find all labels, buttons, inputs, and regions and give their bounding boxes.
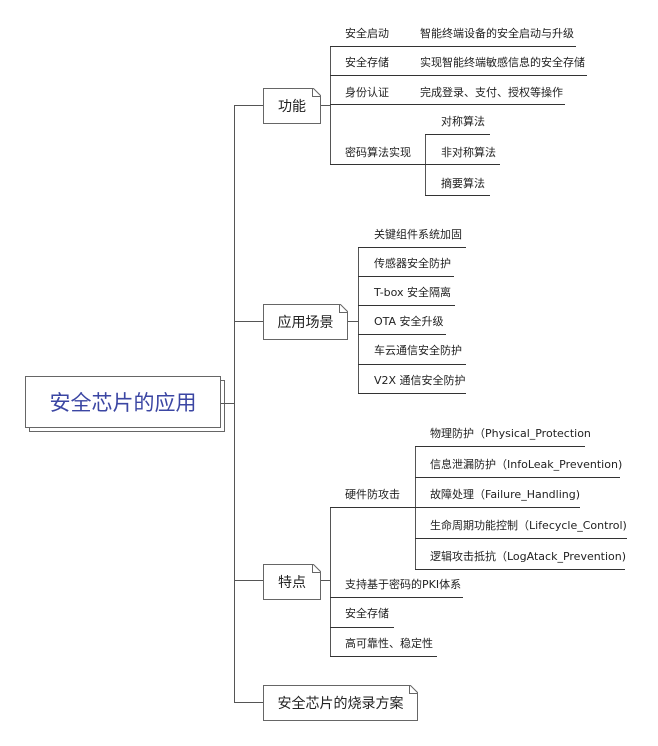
algo-item: 非对称算法 [441,146,496,159]
fold-corner [312,88,321,97]
underline [414,75,587,76]
underline [415,446,585,447]
main-trunk [234,105,235,703]
underline [358,276,454,277]
scenario-item: 传感器安全防护 [374,257,451,270]
underline [414,104,565,105]
scenario-item: T-box 安全隔离 [374,286,452,299]
underline [330,656,437,657]
scenarios-connector [348,321,359,322]
algo-item: 摘要算法 [441,177,485,190]
feature-item-label: 硬件防攻击 [345,488,400,501]
node-features[interactable]: 特点 [263,564,321,600]
underline [358,334,446,335]
feature-item-label: 高可靠性、稳定性 [345,637,433,650]
hardware-item: 物理防护（Physical_Protection [430,427,591,440]
fold-corner [409,685,418,694]
feature-item-label: 安全存储 [345,607,389,620]
underline [358,364,466,365]
features-bracket [330,507,331,656]
functions-connector [321,105,331,106]
fold-corner [312,564,321,573]
features-connector [321,580,331,581]
connector-scenarios [234,321,264,322]
underline [330,75,415,76]
hardware-item: 故障处理（Failure_Handling) [430,488,581,501]
underline [415,477,620,478]
scenario-item: V2X 通信安全防护 [374,374,466,387]
hardware-bracket [415,446,416,570]
functions-bracket [330,46,331,165]
underline [414,46,576,47]
root-connector [221,403,235,404]
scenario-item: OTA 安全升级 [374,315,444,328]
hardware-item: 生命周期功能控制（Lifecycle_Control) [430,519,627,532]
connector-features [234,580,264,581]
underline [330,597,463,598]
underline [358,247,466,248]
node-scenarios[interactable]: 应用场景 [263,304,348,340]
func-item-label: 密码算法实现 [345,146,411,159]
node-burning[interactable]: 安全芯片的烧录方案 [263,685,418,721]
node-burning-label: 安全芯片的烧录方案 [277,696,404,712]
feature-item-label: 支持基于密码的PKI体系 [345,578,462,591]
connector-burning [234,702,264,703]
node-scenarios-label: 应用场景 [277,315,334,331]
func-item-detail: 智能终端设备的安全启动与升级 [420,27,574,40]
root-node[interactable]: 安全芯片的应用 [25,376,221,428]
node-functions[interactable]: 功能 [263,88,321,124]
underline [330,104,415,105]
underline [425,195,490,196]
fold-corner [339,304,348,313]
func-item-label: 安全启动 [345,27,389,40]
hardware-item: 逻辑攻击抵抗（LogAtack_Prevention) [430,550,627,563]
hardware-item: 信息泄漏防护（InfoLeak_Prevention) [430,458,623,471]
func-item-detail: 完成登录、支付、授权等操作 [420,86,563,99]
underline [425,164,500,165]
underline [415,507,580,508]
func-item-label: 安全存储 [345,56,389,69]
scenario-item: 车云通信安全防护 [374,344,462,357]
func-item-detail: 实现智能终端敏感信息的安全存储 [420,56,585,69]
underline [358,305,455,306]
connector-functions [234,105,264,106]
underline [330,627,394,628]
underline [330,164,427,165]
scenarios-bracket [358,247,359,394]
node-functions-label: 功能 [278,99,306,115]
scenario-item: 关键组件系统加固 [374,228,462,241]
underline [425,134,490,135]
node-features-label: 特点 [278,575,306,591]
root-node-label: 安全芯片的应用 [49,391,197,415]
underline [330,46,415,47]
underline [415,538,627,539]
underline [415,569,625,570]
func-item-label: 身份认证 [345,86,389,99]
underline [358,393,466,394]
underline [330,507,416,508]
algo-item: 对称算法 [441,115,485,128]
